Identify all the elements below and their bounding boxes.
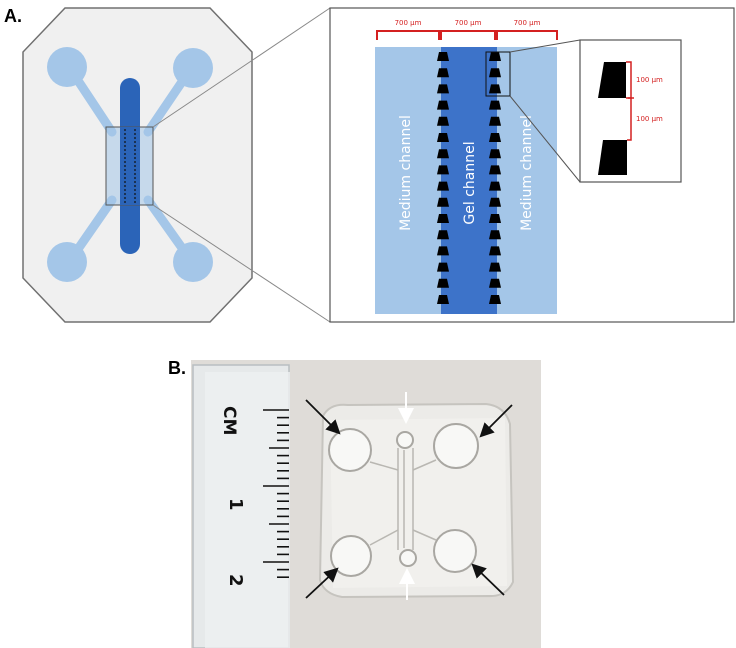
post-left xyxy=(437,116,449,126)
post-left xyxy=(437,181,449,191)
post-left xyxy=(437,295,449,304)
post-left xyxy=(437,214,449,223)
post-left xyxy=(437,197,449,207)
reservoir-bottom-right xyxy=(173,242,213,282)
gel-channel xyxy=(441,47,497,314)
medium-channel-left xyxy=(375,47,441,314)
width-label-center: 700 µm xyxy=(455,19,482,27)
width-label-right: 700 µm xyxy=(514,19,541,27)
post-detail-top xyxy=(598,62,626,98)
post-right xyxy=(489,100,501,110)
gel-channel-label: Gel channel xyxy=(462,141,478,224)
post-right xyxy=(489,133,501,142)
ruler-number-2: 2 xyxy=(225,574,246,587)
post-right xyxy=(489,278,501,288)
chip-wells xyxy=(328,423,479,577)
post-right xyxy=(489,116,501,126)
post-left xyxy=(437,149,449,159)
ruler-number-1: 1 xyxy=(225,498,246,511)
post-gap-label: 100 µm xyxy=(636,115,663,123)
post-zoom-connectors xyxy=(509,39,581,183)
trapezoid-posts xyxy=(437,52,501,304)
medium-channel-left-label: Medium channel xyxy=(398,115,414,231)
post-right xyxy=(489,149,501,159)
post-zoom-region xyxy=(485,51,511,97)
post-right xyxy=(489,165,501,175)
medium-channel-right xyxy=(497,47,557,314)
post-left xyxy=(437,165,449,175)
chip-schematic xyxy=(22,7,253,323)
post-left xyxy=(437,52,449,61)
post-left xyxy=(437,246,449,256)
reservoir-bottom-left xyxy=(47,242,87,282)
post-right xyxy=(489,214,501,223)
width-brackets xyxy=(376,30,558,40)
post-size-label: 100 µm xyxy=(636,76,663,84)
zoom-connectors xyxy=(152,7,331,323)
port-arrows xyxy=(398,392,415,600)
post-left xyxy=(437,100,449,110)
post-right xyxy=(489,197,501,207)
post-detail-bottom xyxy=(598,140,627,175)
post-left xyxy=(437,230,449,240)
reservoir-top-left xyxy=(47,47,87,87)
post-left xyxy=(437,68,449,78)
post-right xyxy=(489,84,501,94)
reservoir-top-right xyxy=(173,48,213,88)
post-left xyxy=(437,133,449,142)
post-right xyxy=(489,230,501,240)
post-left xyxy=(437,262,449,272)
chip-channels xyxy=(369,448,437,550)
post-right xyxy=(489,295,501,304)
device-photo: CM 1 2 xyxy=(191,360,541,648)
post-left xyxy=(437,278,449,288)
ruler-ticks xyxy=(263,409,289,579)
medium-channel-right-label: Medium channel xyxy=(519,115,535,231)
post-dimension-brackets xyxy=(626,61,634,141)
post-right xyxy=(489,181,501,191)
well-arrows xyxy=(305,399,513,599)
ruler-unit: CM xyxy=(219,406,239,435)
post-right xyxy=(489,246,501,256)
post-right xyxy=(489,262,501,272)
post-right xyxy=(489,52,501,61)
panel-b-label: B. xyxy=(168,358,186,378)
post-left xyxy=(437,84,449,94)
panel-a-label: A. xyxy=(4,6,22,26)
post-right xyxy=(489,68,501,78)
width-label-left: 700 µm xyxy=(395,19,422,27)
